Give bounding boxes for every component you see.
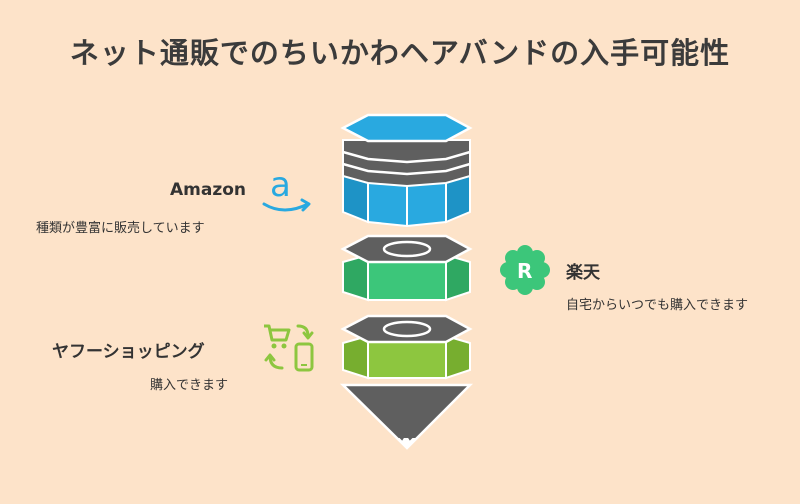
amazon-icon: a: [262, 166, 311, 212]
svg-text:R: R: [517, 259, 532, 283]
amazon-title: Amazon: [170, 180, 247, 200]
rakuten-title: 楽天: [566, 263, 600, 283]
yahoo-description: 購入できます: [150, 378, 229, 393]
svg-text:a: a: [270, 166, 291, 205]
rakuten-segment: [340, 234, 473, 302]
rakuten-icon: R: [500, 245, 550, 295]
pencil-tip: [339, 383, 474, 450]
rakuten-description: 自宅からいつでも購入できます: [566, 298, 749, 313]
yahoo-segment: [340, 314, 473, 380]
amazon-segment: [340, 113, 473, 228]
page-title: ネット通販でのちいかわヘアバンドの入手可能性: [69, 36, 731, 70]
shopping-app-icon: [264, 324, 314, 372]
yahoo-title: ヤフーショッピング: [52, 342, 205, 362]
amazon-description: 種類が豊富に販売しています: [36, 221, 205, 236]
